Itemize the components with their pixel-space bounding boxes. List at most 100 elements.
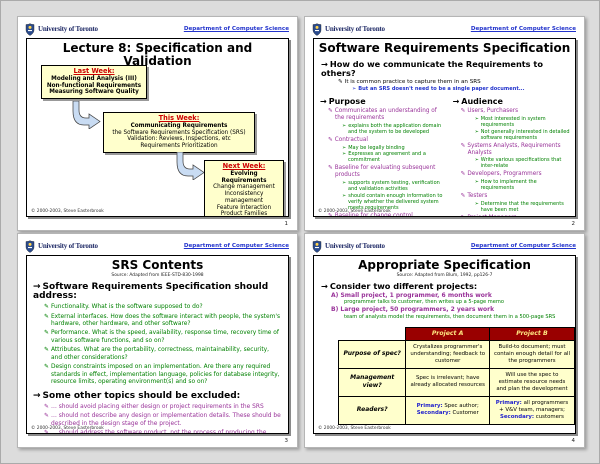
week-box-line: the Software Requirements Specification … (112, 129, 246, 136)
page-number: 2 (571, 221, 576, 227)
pencil-bullet-icon: ✎ (328, 212, 333, 217)
table-corner-cell (339, 327, 406, 340)
purpose-subitem-text: should contain enough information to ver… (348, 192, 443, 211)
table-row: Purpose of spec? Crystalizes programmer'… (337, 339, 575, 369)
chevron-bullet-icon: ➢ (342, 151, 347, 158)
arrow-bullet-icon: → (321, 58, 328, 69)
pencil-bullet-icon: ✎ (328, 165, 333, 172)
slide-title: SRS Contents (111, 258, 204, 272)
university-name: University of Toronto (38, 25, 98, 33)
purpose-item: ✎Baseline for evaluating subsequent prod… (328, 165, 448, 179)
project-a-detail: programmer talks to customer, then write… (344, 299, 504, 306)
purpose-item-text: Baseline for evaluating subsequent produ… (334, 165, 436, 179)
primary-text: Spec author; (444, 403, 479, 410)
curved-arrow-icon (72, 101, 101, 129)
audience-subitem-text: Determine that the requirements have bee… (480, 201, 564, 214)
row-label: Readers? (337, 395, 407, 425)
week-box-line: Change management (213, 184, 275, 191)
pencil-bullet-icon: ✎ (44, 347, 49, 354)
pencil-bullet-icon: ✎ (44, 413, 49, 420)
srs-content-item-text: Attributes. What are the portability, co… (50, 347, 269, 361)
section-heading-text: Some other topics should be excluded: (42, 391, 241, 402)
audience-subitem-text: Not generally interested in detailed sof… (480, 128, 570, 141)
excluded-topic-item: ✎… should not describe any design or imp… (44, 413, 281, 428)
purpose-item-text: Contractual (334, 137, 368, 144)
table-row: Management view? Spec is irrelevant; hav… (337, 367, 575, 397)
purpose-subitem: ➢supports system testing, verification a… (342, 180, 448, 192)
section-heading: →Some other topics should be excluded: (33, 391, 284, 402)
question-text: How do we communicate the Requirements t… (321, 58, 543, 79)
slide-header: University of Toronto Department of Comp… (25, 240, 290, 253)
week-box-heading: This Week: (158, 114, 200, 122)
university-name: University of Toronto (325, 25, 385, 33)
purpose-heading: →Purpose (320, 97, 450, 106)
srs-content-item: ✎Design constraints imposed on an implem… (44, 364, 281, 387)
chevron-bullet-icon: ➢ (474, 116, 479, 123)
purpose-subitem: ➢explains both the application domain an… (342, 123, 448, 135)
purpose-subitem: ➢May be legally binding (342, 145, 448, 151)
audience-item-text: Testers (467, 193, 488, 200)
last-week-box: Last Week: Modeling and Analysis (III) N… (41, 65, 147, 100)
slide-header: University of Toronto Department of Comp… (312, 240, 577, 253)
srs-content-item: ✎External interfaces. How does the softw… (44, 314, 281, 329)
slide-page-1: University of Toronto Department of Comp… (17, 16, 298, 231)
purpose-subitem-text: Expresses an agreement and a commitment (348, 151, 426, 164)
pencil-bullet-icon: ✎ (328, 108, 333, 115)
excluded-topic-item: ✎… should address the software product, … (44, 430, 281, 434)
table-header-project-b: Project B (488, 326, 575, 341)
chevron-bullet-icon: ➢ (342, 192, 347, 199)
department-name: Department of Computer Science (183, 26, 289, 32)
audience-subitem-text: Write various specifications that inter-… (480, 157, 562, 170)
audience-item: ✎Users, Purchasers (461, 108, 570, 115)
section-heading-text: Consider two different projects: (329, 280, 478, 291)
week-box-line: Communicating Requirements (130, 122, 228, 129)
table-row: Readers? Primary: Spec author; Secondary… (337, 395, 575, 425)
secondary-text: customers (535, 413, 564, 420)
purpose-subitem-text: May be legally binding (348, 144, 405, 151)
chevron-bullet-icon: ➢ (474, 201, 479, 208)
slide-page-3: University of Toronto Department of Comp… (17, 233, 298, 448)
subnote-text: But an SRS doesn't need to be a single p… (358, 86, 525, 93)
audience-item: ✎Testers (461, 193, 570, 200)
cell-project-a: Primary: Spec author; Secondary: Custome… (405, 395, 490, 425)
pencil-bullet-icon: ✎ (460, 193, 466, 200)
srs-content-item-text: Performance. What is the speed, availabi… (50, 330, 279, 345)
srs-content-item-text: Design constraints imposed on an impleme… (50, 364, 280, 386)
audience-item-text: Users, Purchasers (467, 108, 519, 115)
pencil-bullet-icon: ✎ (461, 215, 466, 216)
audience-item: ✎Project Managers (461, 215, 570, 216)
audience-item: ✎Developers, Programmers (461, 171, 570, 178)
pencil-bullet-icon: ✎ (338, 79, 343, 86)
department-name: Department of Computer Science (183, 243, 289, 249)
audience-item-text: Project Managers (467, 215, 516, 216)
pencil-bullet-icon: ✎ (460, 108, 466, 115)
pencil-bullet-icon: ✎ (44, 364, 49, 371)
readers-a-primary: Primary: Spec author; (409, 403, 486, 410)
audience-column: →Audience ✎Users, Purchasers ➢Most inter… (450, 95, 572, 216)
audience-heading: →Audience (453, 97, 572, 106)
uoft-crest-icon (312, 23, 322, 36)
arrow-bullet-icon: → (33, 391, 41, 402)
page-number: 4 (571, 438, 576, 444)
purpose-item-text: Communicates an understanding of the req… (334, 108, 437, 122)
footer-copyright: © 2000-2003, Steve Easterbrook (318, 426, 391, 431)
primary-label: Primary: (416, 403, 443, 410)
week-box-heading: Next Week: (222, 162, 266, 170)
section-heading: →Consider two different projects: (321, 280, 571, 291)
note-text: It is common practice to capture them in… (344, 79, 481, 86)
week-box-line: Product Families (220, 211, 268, 217)
curved-arrow-icon (176, 152, 205, 180)
purpose-item: ✎Contractual (328, 137, 448, 144)
slide-subtitle: Source: Adapted from Blum, 1992, pp126-7 (396, 272, 493, 278)
excluded-topic-item-text: … should not describe any design or impl… (50, 413, 281, 427)
project-b-detail: team of analysts model the requirements,… (344, 313, 556, 320)
cell-project-b: Primary: all programmers + V&V team, man… (488, 395, 575, 425)
cell-project-a: Spec is irrelevant; have already allocat… (405, 367, 490, 397)
excluded-topic-item-text: … should address the software product, n… (50, 430, 267, 434)
purpose-subitem-text: explains both the application domain and… (348, 123, 442, 136)
week-box-line: Requirements Prioritization (140, 143, 218, 150)
department-name: Department of Computer Science (470, 26, 576, 32)
project-a-line: A) Small project, 1 programmer, 6 months… (331, 292, 492, 300)
department-name: Department of Computer Science (470, 243, 576, 249)
